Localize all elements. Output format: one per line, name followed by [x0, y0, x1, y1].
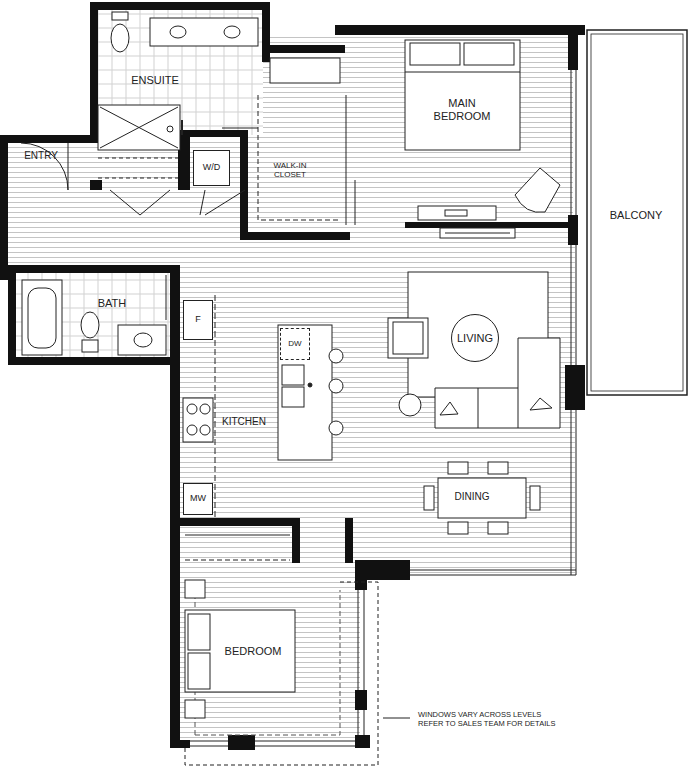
- appliance-label: W/D: [203, 163, 221, 173]
- washer-dryer-box: W/D: [193, 150, 230, 186]
- room-label: DINING: [442, 491, 502, 503]
- room-label: ENTRY: [11, 150, 71, 162]
- room-label: BALCONY: [591, 209, 681, 222]
- room-label: WALK-IN CLOSET: [269, 161, 311, 179]
- microwave-box: MW: [183, 483, 213, 515]
- coffee-table-circle: LIVING: [451, 314, 499, 362]
- fridge-box: F: [183, 300, 213, 340]
- room-label: ENSUITE: [110, 74, 200, 87]
- appliance-label: MW: [190, 494, 206, 504]
- dishwasher-box: DW: [280, 328, 310, 360]
- appliance-label: DW: [288, 340, 301, 349]
- appliance-label: LIVING: [457, 332, 493, 344]
- room-label: MAIN BEDROOM: [426, 97, 498, 122]
- room-label: BATH: [82, 297, 142, 310]
- note-text: WINDOWS VARY ACROSS LEVELS REFER TO SALE…: [418, 711, 568, 728]
- room-label: KITCHEN: [216, 416, 272, 428]
- appliance-label: F: [195, 315, 201, 325]
- room-label: BEDROOM: [213, 645, 293, 658]
